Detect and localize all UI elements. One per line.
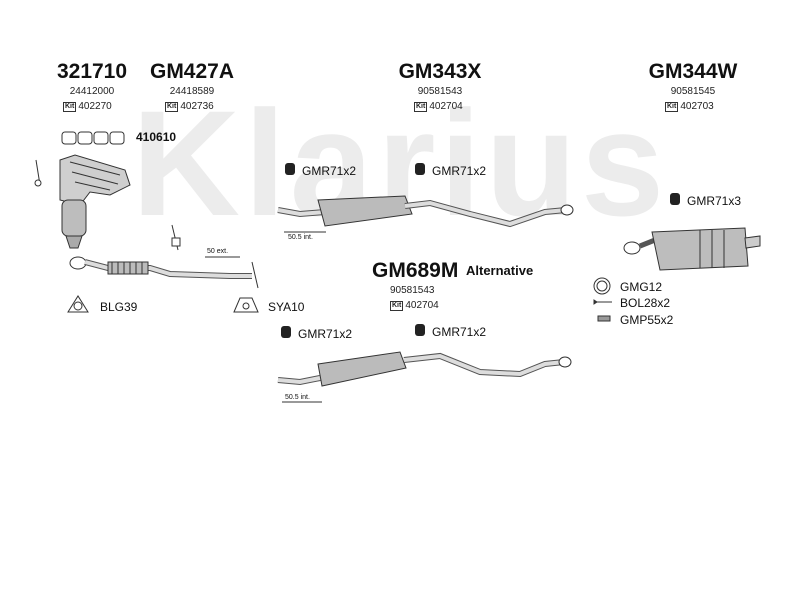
alternative-silencer-icon <box>277 351 572 403</box>
ring-gasket-icon <box>593 277 611 295</box>
dim-50-5-int-b: 50.5 int. <box>285 394 310 401</box>
kit-label-402704: Kit 402704 <box>414 101 463 112</box>
label-sya10: SYA10 <box>268 300 305 314</box>
part-number-24412000: 24412000 <box>69 86 115 97</box>
kit-badge: Kit <box>665 101 679 112</box>
clip-icon <box>597 315 611 322</box>
manifold-catalyst-icon <box>34 154 131 249</box>
label-gmr-e: GMR71x2 <box>432 325 487 339</box>
kit-label-402270: Kit 402270 <box>63 101 112 112</box>
part-code-gm344w: GM344W <box>648 60 738 83</box>
label-gmg12: GMG12 <box>620 280 663 294</box>
front-pipe-icon <box>69 224 259 289</box>
kit-number: 402270 <box>78 101 112 112</box>
alternative-label: Alternative <box>466 263 534 278</box>
kit-number: 402703 <box>680 101 714 112</box>
label-gmr-a: GMR71x2 <box>302 164 357 178</box>
kit-badge: Kit <box>63 101 77 112</box>
label-gmp55: GMP55x2 <box>620 313 674 327</box>
rear-silencer-icon <box>623 227 761 271</box>
part-code-gm427a: GM427A <box>149 60 235 83</box>
part-number-90581545: 90581545 <box>670 86 716 97</box>
part-number-90581543: 90581543 <box>417 86 463 97</box>
label-gmr-d: GMR71x2 <box>298 327 353 341</box>
kit-number: 402704 <box>405 300 439 311</box>
flange-gasket-icon <box>67 295 89 313</box>
kit-label-402736: Kit 402736 <box>165 101 214 112</box>
kit-label-402703: Kit 402703 <box>665 101 714 112</box>
kit-number: 402736 <box>180 101 214 112</box>
part-code-321710: 321710 <box>56 60 128 83</box>
part-code-gm343x: GM343X <box>398 60 482 83</box>
manifold-gasket-icon <box>61 131 125 145</box>
kit-label-alt: Kit 402704 <box>390 300 439 311</box>
dim-50-ext: 50 ext. <box>207 248 229 255</box>
kit-badge: Kit <box>165 101 179 112</box>
rubber-mount-icon <box>233 297 259 313</box>
label-blg39: BLG39 <box>100 300 138 314</box>
kit-badge: Kit <box>390 300 404 311</box>
watermark-text: Klarius <box>132 79 669 247</box>
kit-number: 402704 <box>429 101 463 112</box>
dim-50-5-int-a: 50.5 int. <box>288 234 313 241</box>
part-number-24418589: 24418589 <box>169 86 215 97</box>
bolt-icon <box>593 299 612 305</box>
middle-silencer-icon <box>277 195 574 233</box>
clamp-icon <box>281 163 680 338</box>
label-gmr-c: GMR71x3 <box>687 194 742 208</box>
label-gmr-b: GMR71x2 <box>432 164 487 178</box>
part-code-gm689m: GM689M <box>372 259 459 282</box>
label-bol28: BOL28x2 <box>620 296 671 310</box>
label-410610: 410610 <box>136 130 177 144</box>
kit-badge: Kit <box>414 101 428 112</box>
part-number-alt: 90581543 <box>390 285 435 296</box>
